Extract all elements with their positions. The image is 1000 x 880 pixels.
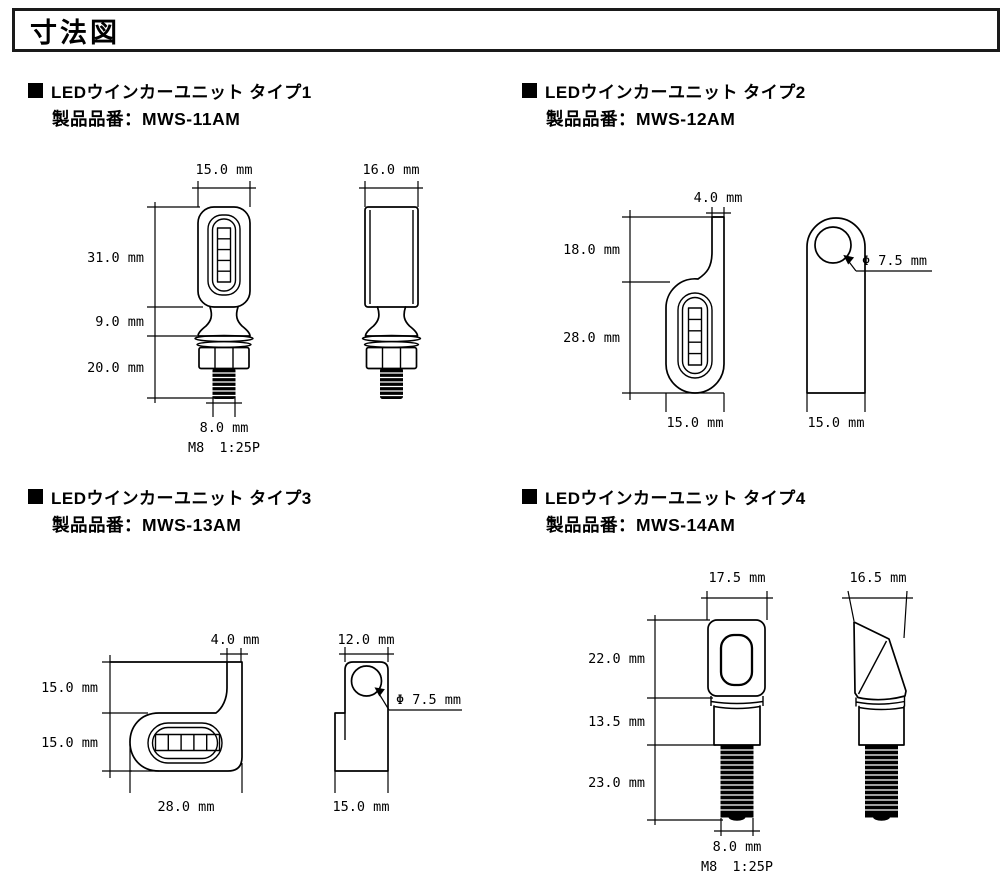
dim-stud-height: 23.0 mm — [588, 775, 645, 791]
type1-dimensions: 15.0 mm 16.0 mm 31.0 mm 9.0 mm 20.0 mm 8… — [87, 162, 423, 456]
dim-front-width: 15.0 mm — [667, 415, 724, 431]
dim-neck-height: 9.0 mm — [95, 314, 144, 330]
washer — [194, 334, 254, 348]
dim-tab-width: 4.0 mm — [211, 632, 260, 648]
dim-base-height: 13.5 mm — [588, 714, 645, 730]
type4-drawing: 17.5 mm 16.5 mm 22.0 mm 13.5 mm 23.0 mm … — [588, 570, 913, 875]
type3-dimensions: 4.0 mm 15.0 mm 15.0 mm 28.0 mm 12.0 mm 1… — [41, 632, 462, 815]
type3-drawing: 4.0 mm 15.0 mm 15.0 mm 28.0 mm 12.0 mm 1… — [41, 632, 462, 815]
section-heading: LEDウインカーユニット タイプ4 — [545, 488, 806, 508]
base-cylinder — [713, 705, 761, 746]
dim-side-width: 15.0 mm — [808, 415, 865, 431]
type4-side-view — [853, 621, 907, 821]
type1-front-view — [194, 206, 254, 399]
mount-hole — [814, 226, 852, 264]
type3-front-view — [109, 661, 243, 772]
dim-tab-width: 4.0 mm — [694, 190, 743, 206]
led-array — [216, 227, 232, 283]
hex-nut — [198, 346, 250, 370]
thread-spec: M8 1:25P — [188, 440, 260, 456]
type2-side-view — [806, 217, 866, 394]
dim-lower-height: 15.0 mm — [41, 735, 98, 751]
threaded-stud — [719, 744, 755, 821]
product-number: 製品品番：MWS-14AM — [546, 515, 736, 535]
type4-dimensions: 17.5 mm 16.5 mm 22.0 mm 13.5 mm 23.0 mm … — [588, 570, 913, 875]
page-title: 寸法図 — [30, 17, 120, 48]
type4-front-view — [707, 619, 766, 821]
section-heading: LEDウインカーユニット タイプ2 — [545, 82, 806, 102]
bullet-square-icon — [522, 82, 537, 98]
threaded-stud — [864, 744, 899, 821]
section-header-type2: LEDウインカーユニット タイプ2 製品品番：MWS-12AM — [522, 80, 806, 131]
section-header-type1: LEDウインカーユニット タイプ1 製品品番：MWS-11AM — [28, 80, 312, 131]
type2-drawing: 4.0 mm 18.0 mm 28.0 mm 15.0 mm 15.0 mm Φ… — [563, 190, 932, 431]
dim-upper-height: 18.0 mm — [563, 242, 620, 258]
lens — [719, 633, 754, 687]
thread-spec: M8 1:25P — [701, 859, 773, 875]
bullet-square-icon — [28, 488, 43, 504]
section-header-type4: LEDウインカーユニット タイプ4 製品品番：MWS-14AM — [522, 486, 806, 537]
dim-front-width: 28.0 mm — [158, 799, 215, 815]
bullet-square-icon — [522, 488, 537, 504]
dim-hole-diameter: Φ 7.5 mm — [396, 692, 461, 708]
type1-drawing: 15.0 mm 16.0 mm 31.0 mm 9.0 mm 20.0 mm 8… — [87, 162, 423, 456]
type1-side-view — [361, 206, 422, 399]
type2-front-view — [665, 216, 725, 394]
page-title-box: 寸法図 — [12, 8, 1000, 52]
section-heading: LEDウインカーユニット タイプ1 — [51, 82, 312, 102]
type3-side-view — [334, 661, 389, 772]
bullet-square-icon — [28, 82, 43, 98]
dim-front-width: 15.0 mm — [196, 162, 253, 178]
dim-side-width: 16.0 mm — [363, 162, 420, 178]
dim-front-width: 17.5 mm — [709, 570, 766, 586]
led-array — [154, 733, 221, 752]
hole-leader: Φ 7.5 mm — [843, 253, 932, 272]
dim-body-height: 28.0 mm — [563, 330, 620, 346]
product-number: 製品品番：MWS-11AM — [52, 109, 241, 129]
dim-stud-height: 20.0 mm — [87, 360, 144, 376]
dim-side-width: 15.0 mm — [333, 799, 390, 815]
dim-stud-width: 8.0 mm — [713, 839, 762, 855]
dim-side-width: 16.5 mm — [850, 570, 907, 586]
led-array — [687, 307, 703, 366]
type2-dimensions: 4.0 mm 18.0 mm 28.0 mm 15.0 mm 15.0 mm Φ… — [563, 190, 932, 431]
threaded-stud — [211, 368, 237, 399]
dim-body-height: 22.0 mm — [588, 651, 645, 667]
mount-hole — [350, 665, 383, 697]
section-header-type3: LEDウインカーユニット タイプ3 製品品番：MWS-13AM — [28, 486, 312, 537]
dim-hole-diameter: Φ 7.5 mm — [862, 253, 927, 269]
flange — [710, 696, 764, 706]
product-number: 製品品番：MWS-12AM — [546, 109, 736, 129]
section-heading: LEDウインカーユニット タイプ3 — [51, 488, 312, 508]
dim-upper-height: 31.0 mm — [87, 250, 144, 266]
dim-upper-height: 15.0 mm — [41, 680, 98, 696]
dim-side-upper-width: 12.0 mm — [338, 632, 395, 648]
product-number: 製品品番：MWS-13AM — [52, 515, 242, 535]
dim-stud-width: 8.0 mm — [200, 420, 249, 436]
